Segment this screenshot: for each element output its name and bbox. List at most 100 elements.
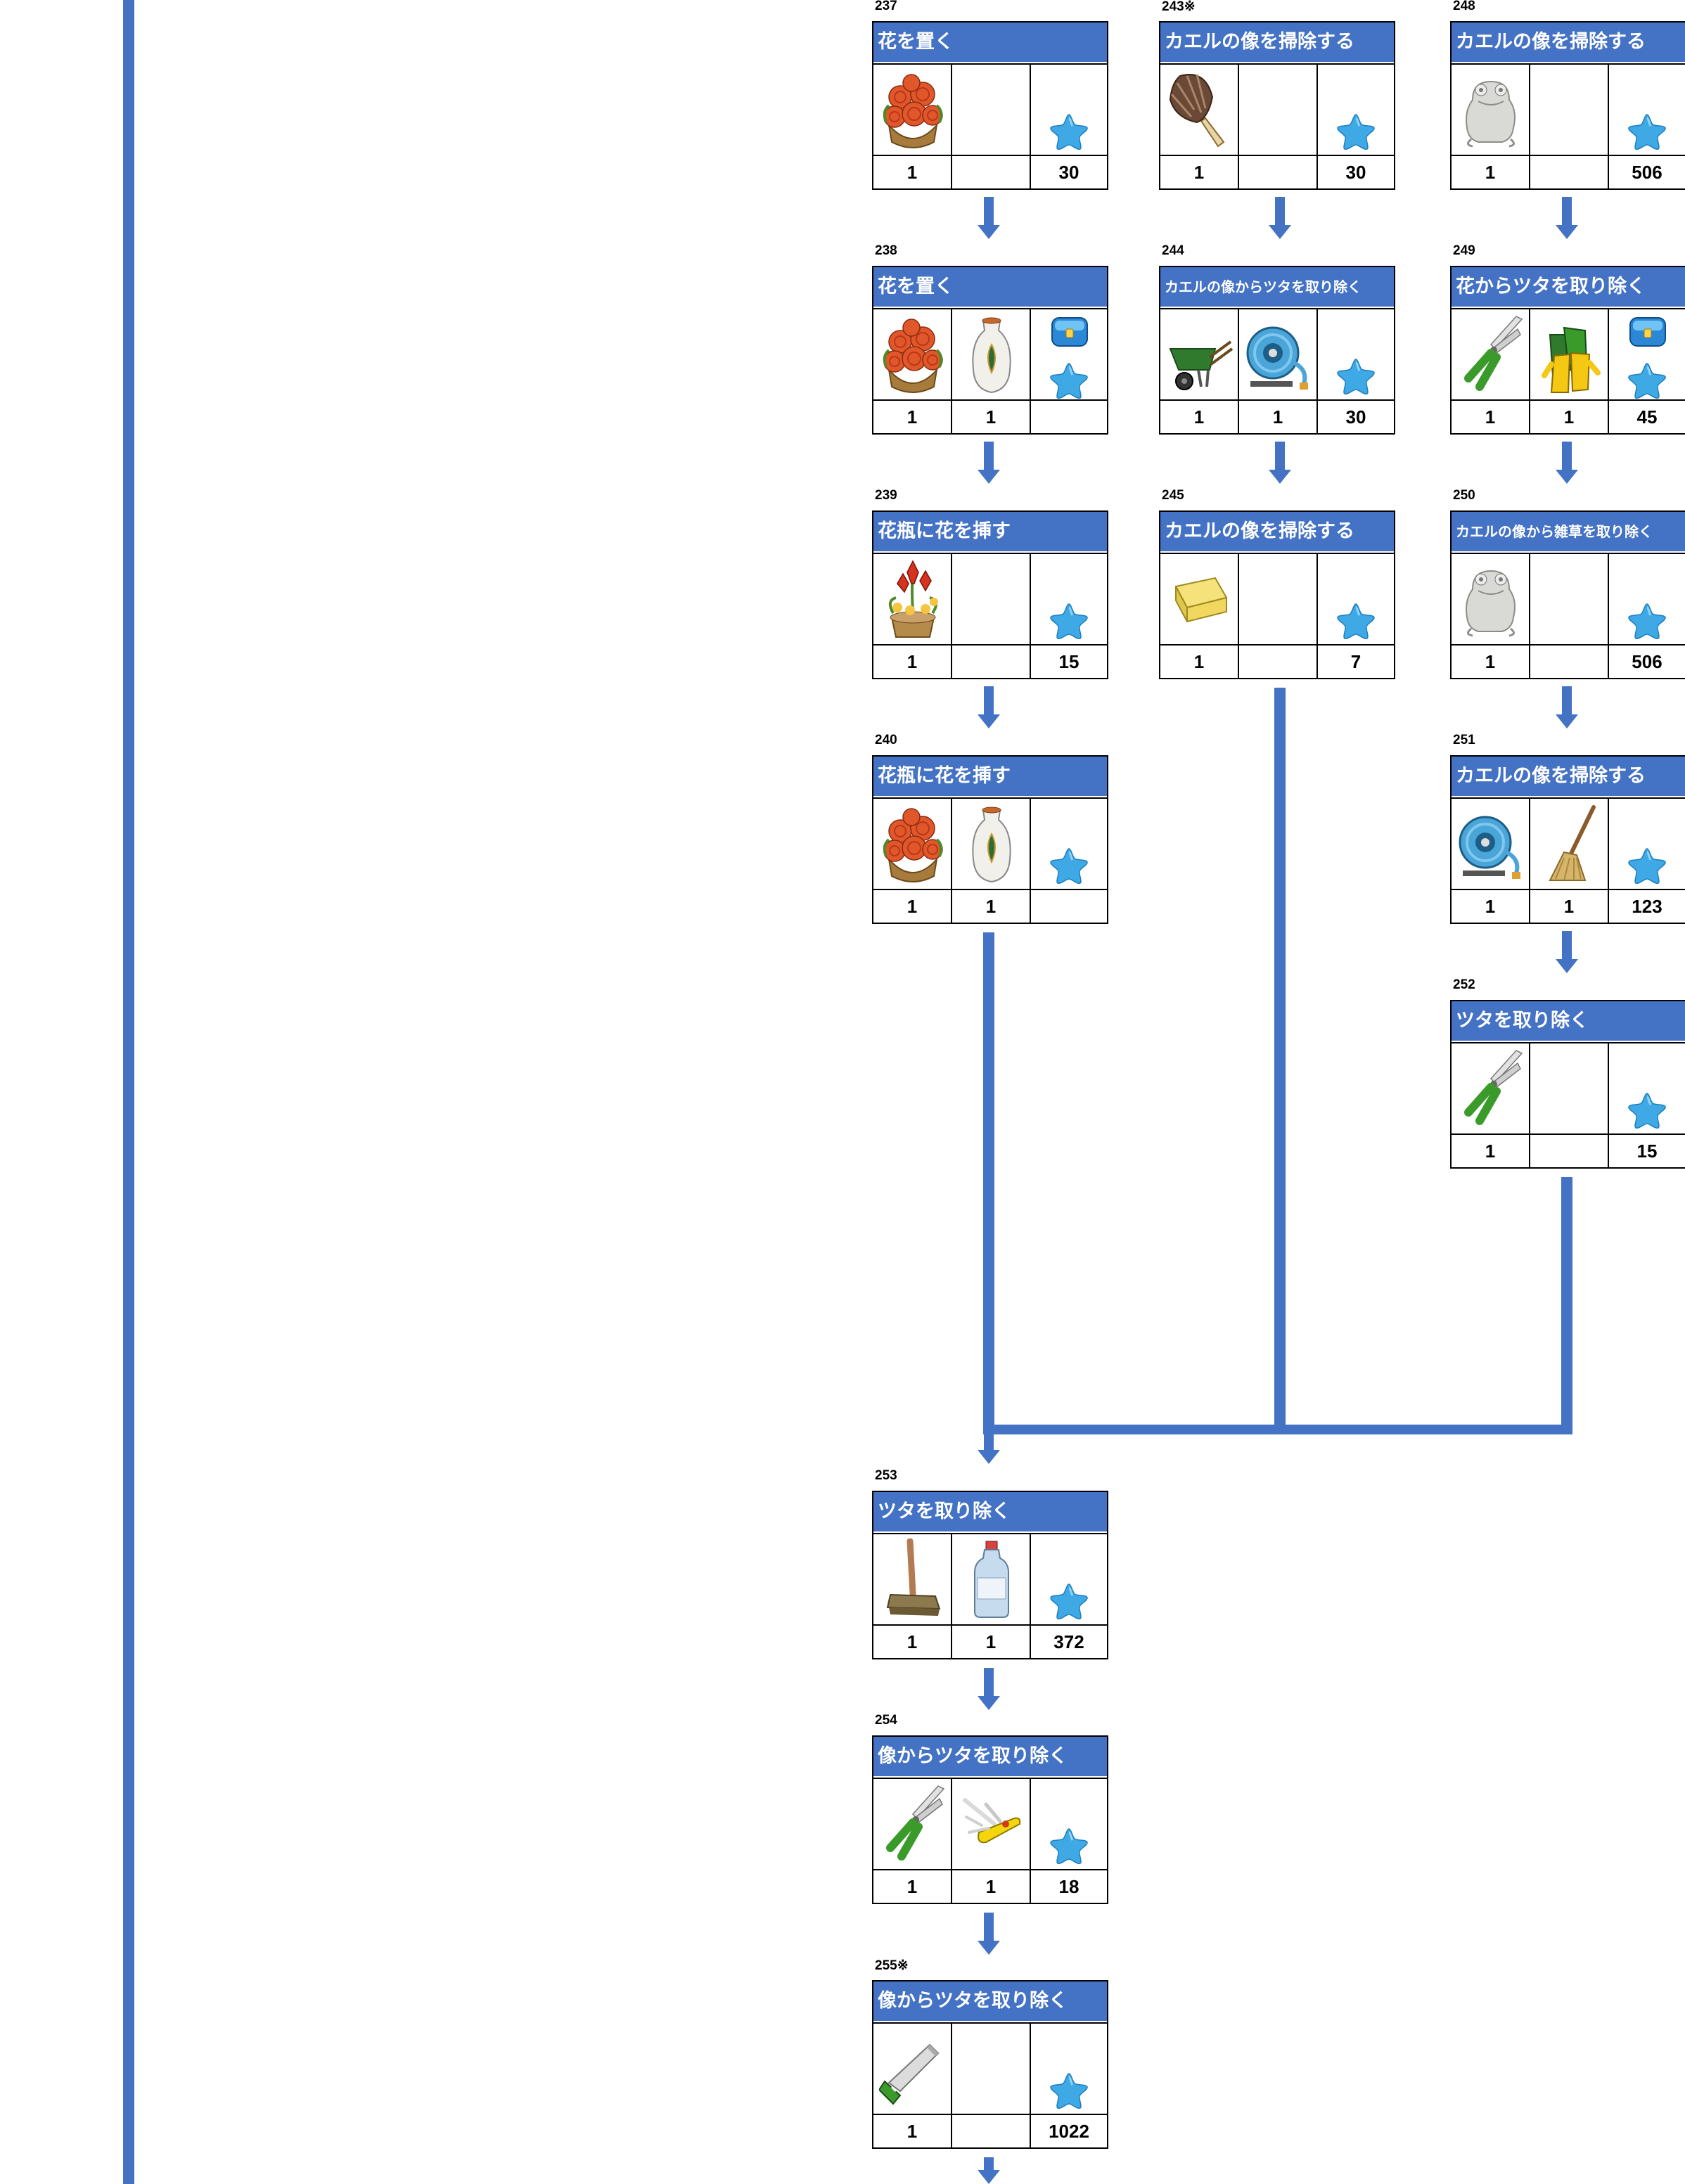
- quest-title: カエルの像から雑草を取り除く: [1452, 512, 1685, 551]
- flow-arrow-1: [978, 442, 1000, 484]
- quantity-cell-1: 1: [1452, 1135, 1530, 1167]
- frog-statue-icon: [1457, 558, 1525, 641]
- quest-title: カエルの像を掃除する: [1452, 757, 1685, 796]
- chest-icon: [1046, 314, 1091, 353]
- quest-item-row: [873, 308, 1107, 401]
- flow-arrow-3: [1269, 197, 1291, 239]
- quest-item-row: [1160, 63, 1394, 156]
- item-slot-3: [1609, 1043, 1685, 1135]
- item-slot-1: [873, 1779, 952, 1870]
- merge-line-252: [1561, 1177, 1572, 1434]
- quest-item-row: [873, 63, 1107, 156]
- flow-arrow-0: [978, 197, 1000, 239]
- quantity-cell-3: [1031, 401, 1107, 433]
- quest-number: 248: [1453, 0, 1475, 13]
- item-slot-2: [1239, 554, 1318, 645]
- star-icon: [1627, 602, 1667, 640]
- item-slot-2: [1530, 65, 1609, 156]
- star-icon: [1049, 361, 1089, 399]
- item-slot-3: [1318, 554, 1394, 645]
- quantity-cell-3: 15: [1636, 1141, 1658, 1162]
- quest-number: 250: [1453, 488, 1475, 503]
- quantity-cell-3: 506: [1632, 651, 1662, 672]
- item-slot-1: [873, 554, 952, 645]
- item-slot-2: [1530, 309, 1609, 401]
- item-slot-3: [1609, 65, 1685, 156]
- quest-item-row: [1452, 63, 1685, 156]
- quantity-cell-1: 1: [873, 2115, 952, 2147]
- quest-number: 245: [1162, 488, 1184, 503]
- item-slot-1: [1452, 1043, 1530, 1135]
- item-slot-3: [1031, 1779, 1107, 1870]
- quest-title: カエルの像からツタを取り除く: [1160, 267, 1394, 307]
- item-slot-3: [1031, 309, 1107, 401]
- quantity-cell-2: [1530, 645, 1609, 678]
- feather-duster-icon: [1166, 69, 1234, 152]
- quantity-cell-1: 1: [1452, 890, 1530, 923]
- item-slot-1: [1452, 554, 1530, 645]
- quest-number: 253: [875, 1468, 897, 1483]
- item-slot-2: [952, 309, 1031, 401]
- quantity-cell-3: 15: [1058, 651, 1079, 672]
- item-slot-2: [952, 2024, 1031, 2115]
- star-icon: [1336, 113, 1376, 150]
- quantity-cell-1: 1: [873, 890, 952, 923]
- quantity-cell-2: [952, 2115, 1031, 2147]
- flow-arrow-10: [978, 1913, 1000, 1955]
- quantity-cell-3: 30: [1345, 406, 1366, 428]
- quest-title: 花を置く: [873, 23, 1107, 62]
- quest-title: 花を置く: [873, 267, 1107, 307]
- quest-number: 244: [1162, 243, 1184, 258]
- item-slot-1: [873, 2024, 952, 2115]
- quest-title: 花瓶に花を挿す: [873, 512, 1107, 551]
- hose-reel-icon: [1245, 314, 1312, 397]
- quest-item-row: [1452, 797, 1685, 890]
- item-slot-2: [952, 65, 1031, 156]
- left-timeline-rail: [123, 0, 134, 2184]
- wheelbarrow-icon: [1166, 314, 1234, 397]
- item-slot-2: [952, 1779, 1031, 1870]
- item-slot-3: [1031, 799, 1107, 890]
- quantity-row: 1 15: [1452, 1133, 1685, 1167]
- vase-icon: [958, 314, 1025, 397]
- quest-title: カエルの像を掃除する: [1452, 23, 1685, 62]
- quantity-cell-3: [1031, 890, 1107, 923]
- merge-line-240: [983, 932, 994, 1425]
- item-slot-2: [952, 1534, 1031, 1626]
- quantity-cell-3: 7: [1350, 651, 1362, 672]
- item-slot-1: [1452, 309, 1530, 401]
- quest-title: カエルの像を掃除する: [1160, 512, 1394, 551]
- quantity-cell-1: 1: [1160, 645, 1239, 678]
- quantity-cell-2: 1: [952, 890, 1031, 923]
- quantity-cell-1: 1: [873, 1870, 952, 1903]
- item-slot-1: [1160, 554, 1239, 645]
- quest-title: カエルの像を掃除する: [1160, 23, 1394, 62]
- quantity-cell-1: 1: [1452, 401, 1530, 433]
- quantity-cell-1: 1: [873, 645, 952, 678]
- quantity-cell-1: 1: [873, 156, 952, 188]
- flow-arrow-11: [978, 2157, 1000, 2184]
- quantity-cell-2: [952, 645, 1031, 678]
- quest-number: 252: [1453, 977, 1475, 992]
- quest-box: 花瓶に花を挿す 1 15: [872, 510, 1108, 679]
- quest-number: 251: [1453, 733, 1475, 747]
- flow-arrow-9: [978, 1668, 1000, 1710]
- quest-title: 花からツタを取り除く: [1452, 267, 1685, 307]
- quest-item-row: [1160, 308, 1394, 401]
- pruning-shears-icon: [1457, 314, 1525, 397]
- quantity-cell-3: 506: [1632, 162, 1662, 183]
- hand-saw-icon: [879, 2028, 947, 2111]
- quest-number: 239: [875, 488, 897, 503]
